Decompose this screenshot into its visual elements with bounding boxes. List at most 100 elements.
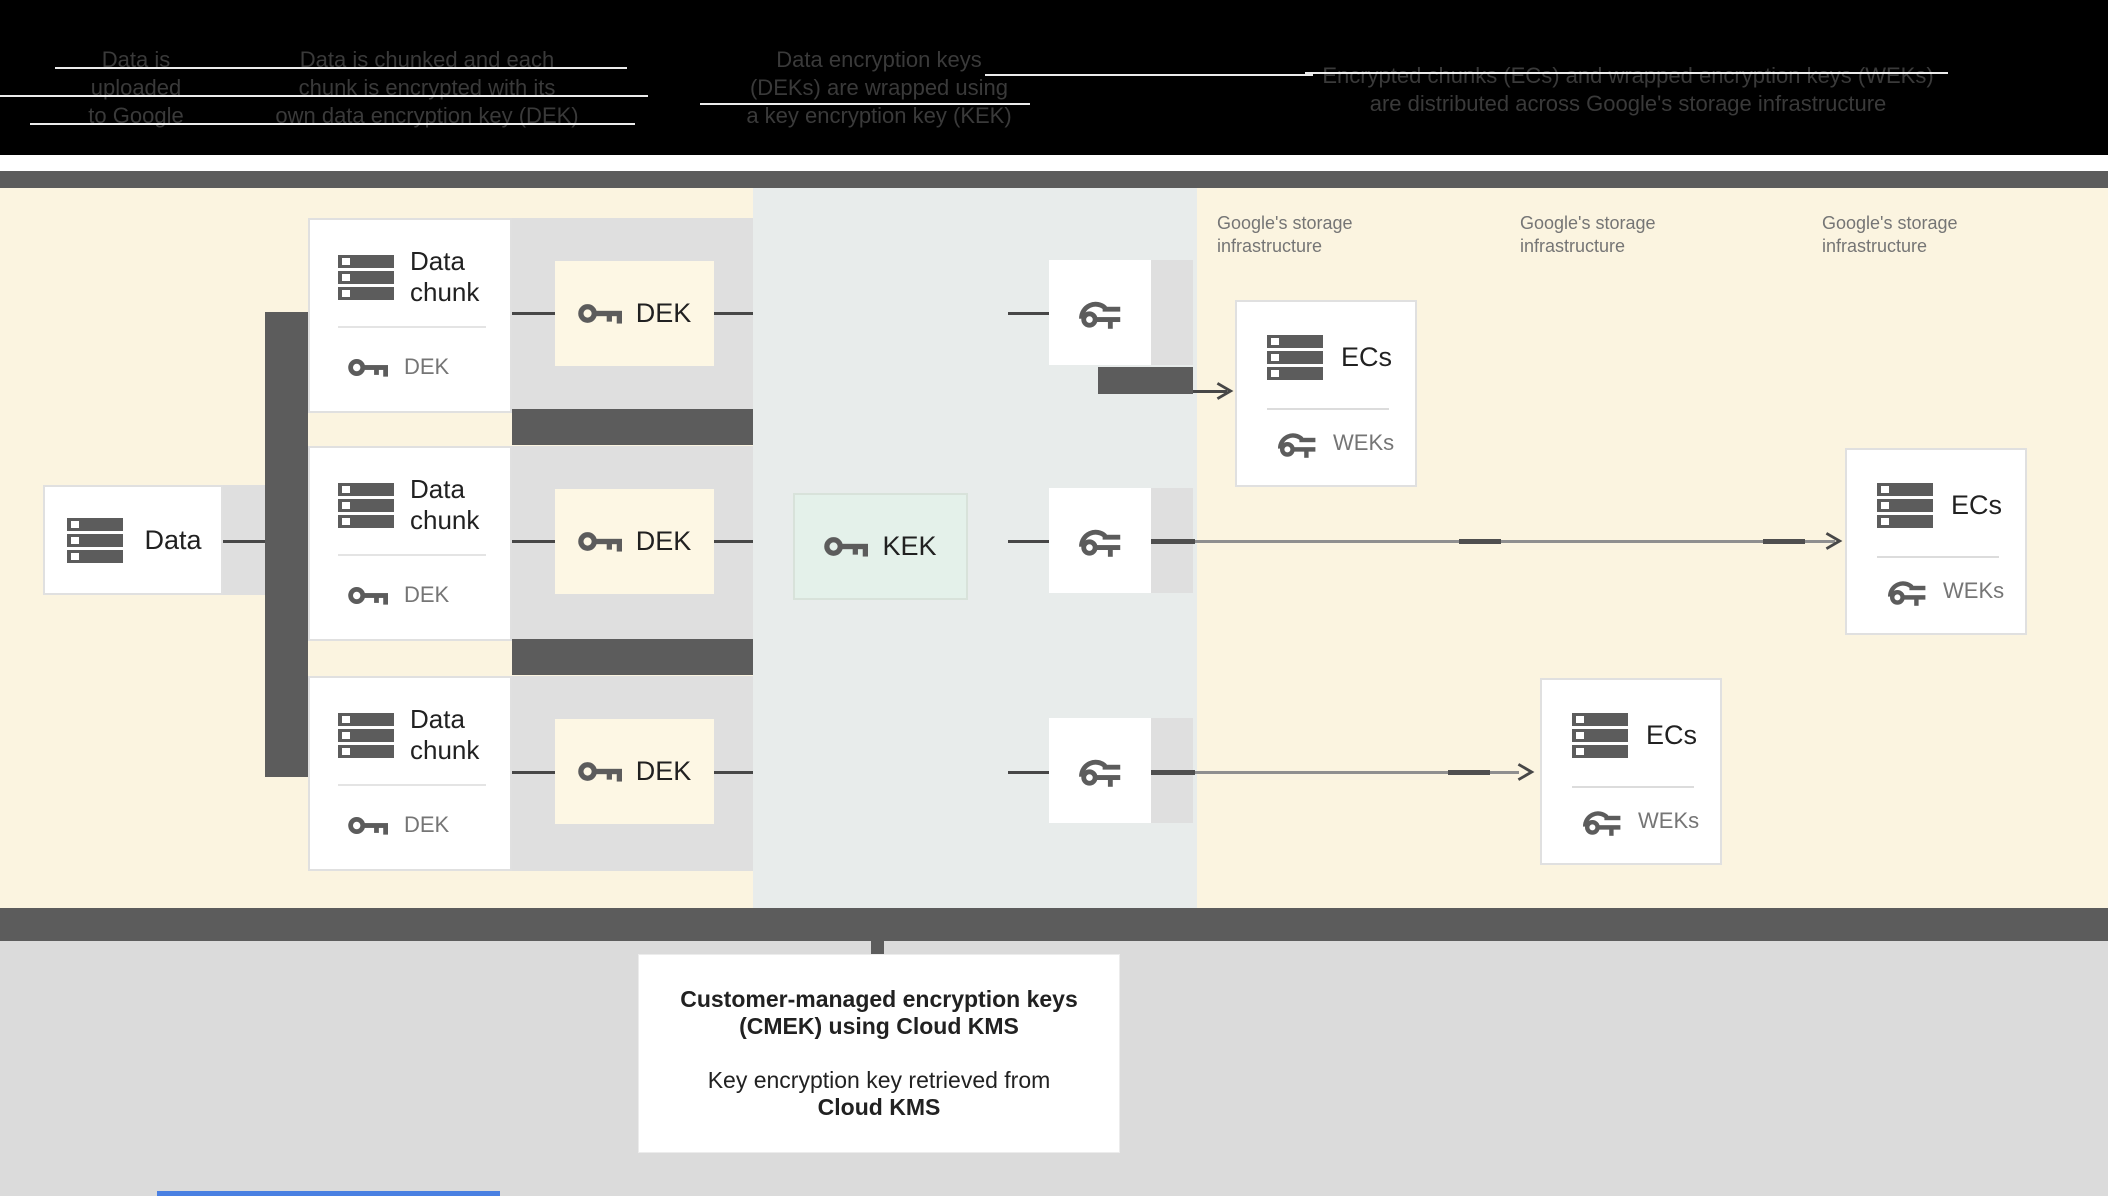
- arrow-line-segment: [1151, 770, 1195, 775]
- wrapped-key-icon: [1887, 574, 1927, 608]
- dek-inline-label: DEK: [404, 582, 450, 607]
- connector-line: [223, 540, 265, 543]
- chunk-title: Data chunk: [410, 704, 479, 766]
- weks-label: WEKs: [1943, 578, 2005, 603]
- ec-title: ECs: [1341, 341, 1393, 372]
- wrapped-key-icon: [1078, 522, 1122, 559]
- wrapped-key-box-2: [1049, 488, 1151, 593]
- caption-title-line: (CMEK) using Cloud KMS: [739, 1013, 1019, 1039]
- storage-label-1: Google's storage infrastructure: [1217, 212, 1353, 258]
- render-artifact-line: [700, 103, 1030, 105]
- header-step-line: Data encryption keys: [776, 47, 982, 72]
- storage-label-2: Google's storage infrastructure: [1520, 212, 1656, 258]
- diagram-canvas: Google's storage infrastructure Google's…: [0, 188, 2108, 908]
- caption-body: Key encryption key retrieved from Cloud …: [639, 1067, 1119, 1121]
- header-separator: [0, 155, 2108, 171]
- weks-row: WEKs: [1267, 426, 1415, 460]
- row-gap-bar: [512, 409, 753, 445]
- header-step-2: Data is chunked and each chunk is encryp…: [275, 46, 578, 130]
- encrypted-chunks-icon: [1267, 335, 1323, 380]
- chunk-title-line: Data: [410, 246, 465, 276]
- wrapped-key-icon: [1277, 426, 1317, 460]
- thick-arrow-bar: [1098, 367, 1193, 394]
- arrow-right-icon: [1213, 380, 1235, 402]
- caption-title: Customer-managed encryption keys (CMEK) …: [639, 986, 1119, 1040]
- encrypted-chunks-icon: [1572, 713, 1628, 758]
- render-artifact-line: [985, 74, 1313, 76]
- connector-line: [512, 540, 555, 543]
- connector-line: [1008, 540, 1051, 543]
- dek-box-label: DEK: [635, 526, 692, 556]
- dek-row: DEK: [338, 354, 486, 380]
- data-box-label: Data: [144, 524, 202, 555]
- ec-title: ECs: [1646, 719, 1698, 750]
- chunk-title-line: Data: [410, 474, 465, 504]
- key-icon: [578, 760, 622, 783]
- dek-box-label: DEK: [635, 756, 692, 786]
- header-step-line: (DEKs) are wrapped using: [749, 75, 1008, 100]
- arrow-right-icon: [1514, 761, 1536, 783]
- data-icon: [64, 518, 126, 563]
- render-artifact-line: [0, 95, 648, 97]
- header-step-4: Encrypted chunks (ECs) and wrapped encry…: [1322, 62, 1933, 118]
- chunk-title-line: Data: [410, 704, 465, 734]
- ec-header: ECs: [1572, 710, 1720, 760]
- caption-body-line-bold: Cloud KMS: [817, 1094, 941, 1120]
- header-step-line: chunk is encrypted with its: [298, 75, 556, 100]
- chunk-header: Data chunk: [338, 704, 486, 766]
- key-icon: [348, 815, 388, 836]
- dek-row: DEK: [338, 582, 486, 608]
- weks-row: WEKs: [1572, 804, 1720, 838]
- render-artifact-line-blue: [157, 1191, 500, 1196]
- dek-inline-label: DEK: [404, 354, 450, 379]
- data-chunk-box-2: Data chunk DEK: [308, 446, 512, 641]
- render-artifact-line: [55, 67, 627, 69]
- connector-line: [714, 312, 753, 315]
- wrapped-key-icon: [1078, 294, 1122, 331]
- header-band: Data is uploaded to Google Data is chunk…: [0, 0, 2108, 155]
- ec-box-2: ECs WEKs: [1845, 448, 2027, 635]
- ec-header: ECs: [1267, 332, 1415, 382]
- dek-box-1: DEK: [555, 261, 714, 366]
- storage-label-line: Google's storage: [1520, 213, 1656, 233]
- divider: [1572, 786, 1694, 788]
- arrow-line: [1193, 390, 1227, 393]
- data-chunk-icon: [338, 713, 394, 758]
- arrow-line-segment: [1448, 770, 1490, 775]
- header-step-line: a key encryption key (KEK): [746, 103, 1012, 128]
- arrow-line-segment: [1459, 539, 1501, 544]
- chunk-title: Data chunk: [410, 246, 479, 308]
- bottom-dark-band: [0, 908, 2108, 941]
- data-chunk-icon: [338, 255, 394, 300]
- dek-row: DEK: [338, 812, 486, 838]
- chunk-title-line: chunk: [410, 277, 480, 307]
- divider: [1267, 408, 1389, 410]
- top-dark-band: [0, 171, 2108, 188]
- arrow-right-icon: [1822, 530, 1844, 552]
- divider: [338, 326, 486, 328]
- fanout-bar: [265, 312, 308, 777]
- dek-box-3: DEK: [555, 719, 714, 824]
- wrapped-key-box-1: [1049, 260, 1151, 365]
- divider: [1877, 556, 1999, 558]
- encrypted-chunks-icon: [1877, 483, 1933, 528]
- chunk-header: Data chunk: [338, 246, 486, 308]
- storage-label-line: Google's storage: [1217, 213, 1353, 233]
- weks-row: WEKs: [1877, 574, 2025, 608]
- chunk-header: Data chunk: [338, 474, 486, 536]
- header-step-1: Data is uploaded to Google: [88, 46, 183, 130]
- ec-box-1: ECs WEKs: [1235, 300, 1417, 487]
- header-step-line: are distributed across Google's storage …: [1369, 91, 1887, 116]
- dek-box-label: DEK: [635, 298, 692, 328]
- storage-label-line: infrastructure: [1520, 236, 1626, 256]
- header-step-3: Data encryption keys (DEKs) are wrapped …: [746, 46, 1011, 130]
- key-icon: [348, 357, 388, 378]
- header-step-line: Data is chunked and each: [299, 47, 555, 72]
- key-icon: [578, 530, 622, 553]
- caption-box: Customer-managed encryption keys (CMEK) …: [638, 954, 1120, 1153]
- connector-line: [714, 771, 753, 774]
- divider: [338, 554, 486, 556]
- kek-box-label: KEK: [882, 531, 937, 561]
- header-step-line: uploaded: [90, 75, 182, 100]
